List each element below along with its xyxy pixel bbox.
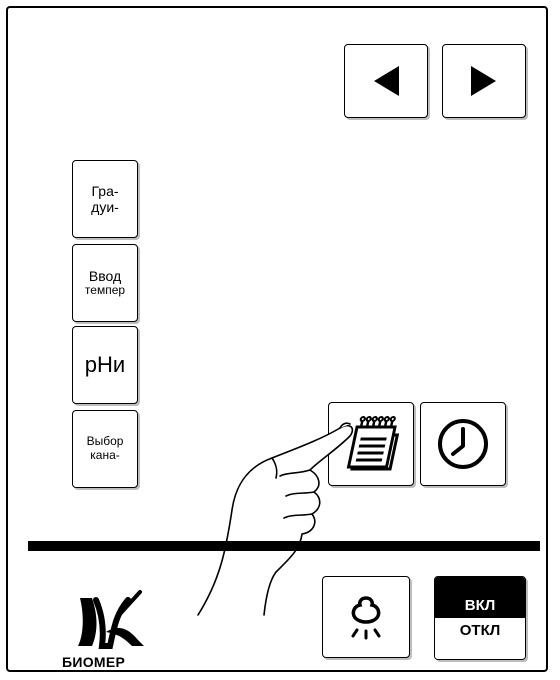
prev-button[interactable] xyxy=(344,44,428,118)
light-button[interactable] xyxy=(322,576,410,658)
brand-name: БИОМЕР xyxy=(62,654,125,670)
clock-button[interactable] xyxy=(420,402,506,486)
calibration-label-line1: Гра- xyxy=(91,183,118,199)
channel-label-line2: кана- xyxy=(90,449,119,463)
power-off-label[interactable]: ОТКЛ xyxy=(435,618,525,659)
panel-divider xyxy=(28,541,540,551)
temperature-label-line2: темпер xyxy=(85,284,125,298)
calibration-label-line2: дуи- xyxy=(91,199,119,215)
lamp-icon xyxy=(341,592,391,642)
temperature-label-line1: Ввод xyxy=(89,268,121,284)
temperature-input-button[interactable]: Ввод темпер xyxy=(72,244,138,322)
channel-label-line1: Выбор xyxy=(87,435,124,449)
power-on-label[interactable]: ВКЛ xyxy=(435,577,525,618)
next-button[interactable] xyxy=(442,44,526,118)
power-toggle[interactable]: ВКЛ ОТКЛ xyxy=(434,576,526,660)
calibration-button[interactable]: Гра- дуи- xyxy=(72,160,138,238)
notepad-icon xyxy=(340,413,402,475)
channel-select-button[interactable]: Выбор кана- xyxy=(72,410,138,488)
ph-label: рНи xyxy=(85,352,125,377)
notepad-button[interactable] xyxy=(328,402,414,486)
triangle-left-icon xyxy=(371,64,401,98)
ph-button[interactable]: рНи xyxy=(72,326,138,404)
triangle-right-icon xyxy=(469,64,499,98)
clock-icon xyxy=(435,416,491,472)
